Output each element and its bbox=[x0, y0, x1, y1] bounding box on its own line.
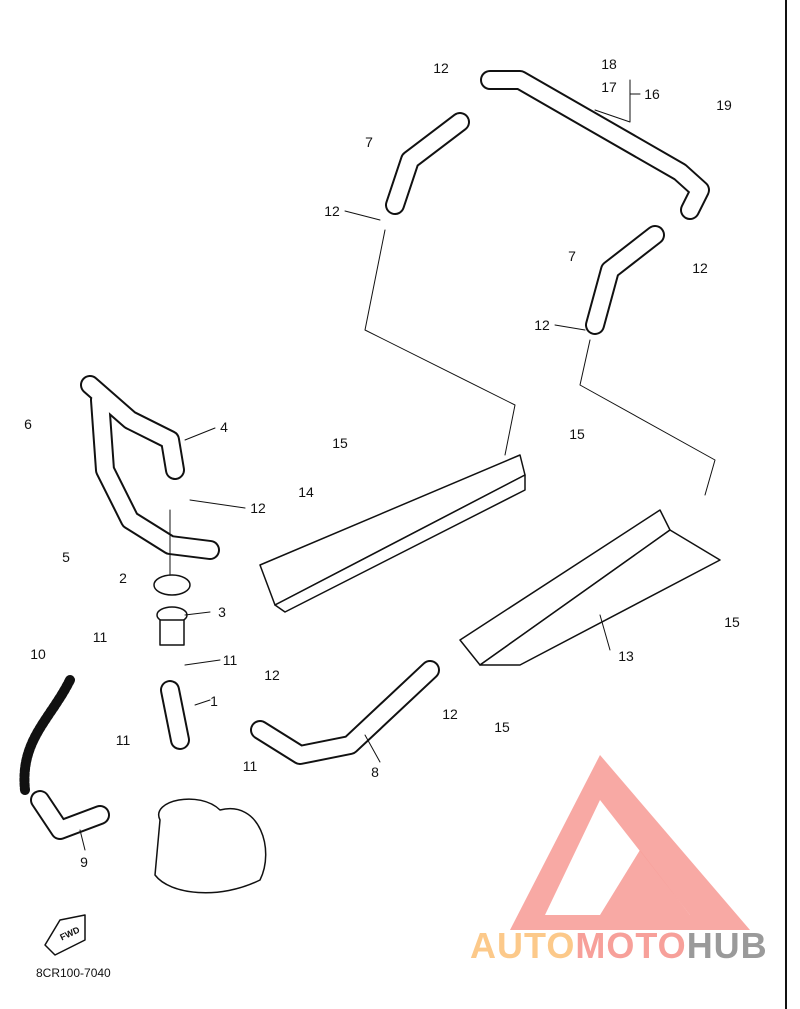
callout-11: 11 bbox=[242, 758, 258, 774]
callout-16: 16 bbox=[644, 86, 660, 102]
callout-15: 15 bbox=[569, 426, 585, 442]
part-code: 8CR100-7040 bbox=[36, 966, 111, 980]
callout-9: 9 bbox=[80, 854, 88, 870]
watermark-logo bbox=[510, 755, 750, 930]
page-border bbox=[785, 0, 787, 1009]
hoses-fill bbox=[32, 72, 708, 838]
callout-10: 10 bbox=[30, 646, 46, 662]
callout-12: 12 bbox=[250, 500, 266, 516]
callout-12: 12 bbox=[433, 60, 449, 76]
callout-17: 17 bbox=[601, 79, 617, 95]
callout-19: 19 bbox=[716, 97, 732, 113]
thermostat bbox=[153, 574, 191, 646]
callout-12: 12 bbox=[442, 706, 458, 722]
watermark-hub: HUB bbox=[686, 925, 768, 966]
callout-8: 8 bbox=[371, 764, 379, 780]
watermark-auto: AUTO bbox=[470, 925, 576, 966]
radiator-13 bbox=[459, 509, 721, 666]
watermark-text: AUTOMOTOHUB bbox=[470, 925, 768, 967]
callout-12: 12 bbox=[264, 667, 280, 683]
callout-15: 15 bbox=[494, 719, 510, 735]
radiator-14 bbox=[259, 454, 526, 613]
callout-7: 7 bbox=[568, 248, 576, 264]
callout-15: 15 bbox=[332, 435, 348, 451]
callout-12: 12 bbox=[692, 260, 708, 276]
water-pump-housing bbox=[154, 798, 267, 894]
callout-3: 3 bbox=[218, 604, 226, 620]
watermark-moto: MOTO bbox=[575, 925, 687, 966]
callout-12: 12 bbox=[324, 203, 340, 219]
fwd-arrow-icon bbox=[44, 914, 86, 956]
callout-1: 1 bbox=[210, 693, 218, 709]
callout-14: 14 bbox=[298, 484, 314, 500]
corrugated-hose bbox=[19, 675, 75, 795]
callout-13: 13 bbox=[618, 648, 634, 664]
callout-2: 2 bbox=[119, 570, 127, 586]
callout-7: 7 bbox=[365, 134, 373, 150]
callout-6: 6 bbox=[24, 416, 32, 432]
callout-4: 4 bbox=[220, 419, 228, 435]
callout-15: 15 bbox=[724, 614, 740, 630]
callout-18: 18 bbox=[601, 56, 617, 72]
callout-11: 11 bbox=[222, 652, 238, 668]
callout-12: 12 bbox=[534, 317, 550, 333]
callout-11: 11 bbox=[115, 732, 131, 748]
callout-5: 5 bbox=[62, 549, 70, 565]
callout-11: 11 bbox=[92, 629, 108, 645]
